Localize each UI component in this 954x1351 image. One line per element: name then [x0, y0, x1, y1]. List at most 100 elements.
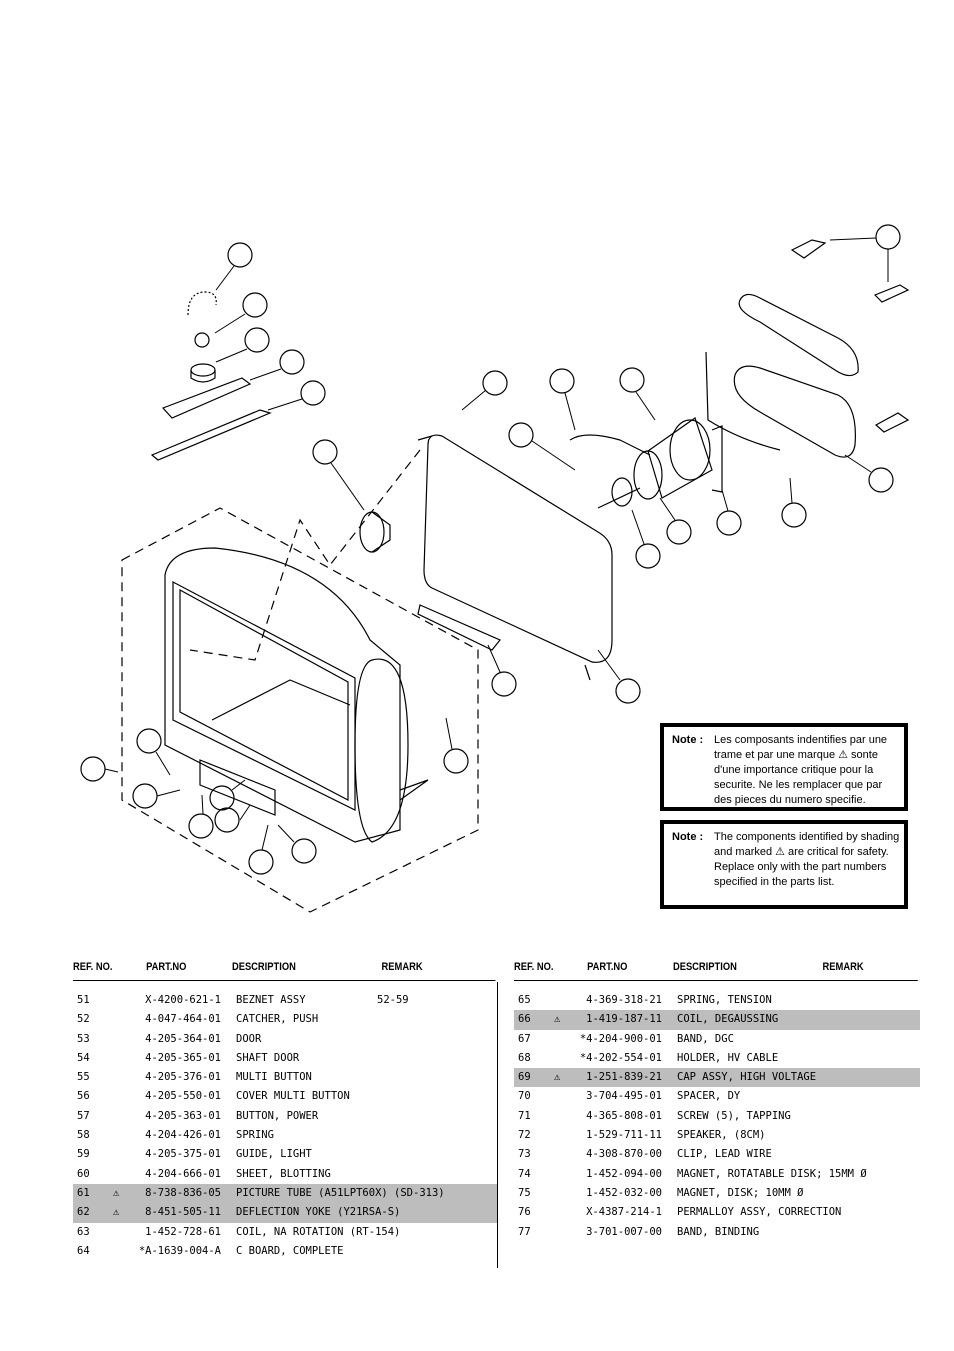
description-cell: SHEET, BLOTTING [236, 1167, 331, 1180]
table-header: REF. NO. PART.NO DESCRIPTION REMARK [73, 956, 496, 981]
description-cell: HOLDER, HV CABLE [677, 1051, 779, 1064]
part-number-cell: 4-205-365-01 [145, 1051, 221, 1064]
part-number-cell: 1-452-094-00 [586, 1167, 662, 1180]
header-desc: DESCRIPTION [672, 961, 737, 973]
table-row: 65 4-369-318-21 SPRING, TENSION [514, 991, 920, 1010]
description-cell: SPRING, TENSION [677, 994, 772, 1006]
picture-tube [417, 434, 613, 681]
table-header: REF. NO. PART.NO DESCRIPTION REMARK [514, 956, 918, 981]
description-cell: C BOARD, COMPLETE [236, 1244, 344, 1257]
ref-cell: 68 [518, 1051, 531, 1064]
ref-cell: 52 [77, 1013, 90, 1026]
ref-cell: 61 [77, 1186, 90, 1199]
description-cell: COIL, DEGAUSSING [677, 1013, 779, 1026]
header-ref: REF. NO. [73, 961, 113, 973]
description-cell: DEFLECTION YOKE (Y21RSA-S) [236, 1206, 401, 1219]
ref-cell: 57 [77, 1109, 90, 1122]
description-cell: MAGNET, DISK; 10MM Ø [677, 1186, 804, 1199]
note-label-french: Note : [672, 734, 704, 746]
description-cell: GUIDE, LIGHT [236, 1148, 312, 1161]
description-cell: PERMALLOY ASSY, CORRECTION [677, 1206, 842, 1219]
table-row: 76 X-4387-214-1 PERMALLOY ASSY, CORRECTION [514, 1203, 920, 1222]
table-row: 54 4-205-365-01 SHAFT DOOR [73, 1049, 498, 1068]
ref-cell: 53 [77, 1032, 90, 1045]
part-number-cell: *4-202-554-01 [579, 1051, 662, 1064]
header-remark: REMARK [822, 961, 864, 973]
ref-cell: 59 [77, 1148, 90, 1161]
deflection-yoke-assembly [569, 417, 723, 509]
part-number-cell: 4-365-808-01 [586, 1109, 662, 1122]
safety-mark: ⚠ [554, 1013, 561, 1026]
table-row: 68 *4-202-554-01 HOLDER, HV CABLE [514, 1049, 920, 1068]
safety-mark: ⚠ [554, 1071, 561, 1084]
part-number-cell: 4-369-318-21 [586, 994, 662, 1006]
ref-cell: 56 [77, 1090, 90, 1103]
header-ref: REF. NO. [514, 961, 554, 973]
description-cell: SPACER, DY [677, 1090, 741, 1103]
part-number-cell: 4-205-376-01 [145, 1071, 221, 1084]
part-number-cell: 1-452-032-00 [586, 1186, 662, 1199]
ref-cell: 75 [518, 1186, 531, 1199]
description-cell: MULTI BUTTON [236, 1071, 312, 1084]
table-row: 57 4-205-363-01 BUTTON, POWER [73, 1107, 498, 1126]
ref-cell: 62 [77, 1206, 90, 1219]
part-number-cell: 4-205-364-01 [145, 1032, 221, 1045]
ref-cell: 76 [518, 1206, 531, 1219]
ref-cell: 72 [518, 1129, 531, 1142]
description-cell: BEZNET ASSY [236, 994, 306, 1006]
callout-circles [80, 224, 901, 875]
part-number-cell: 4-204-666-01 [145, 1167, 221, 1180]
table-row: 55 4-205-376-01 MULTI BUTTON [73, 1068, 498, 1087]
part-number-cell: 1-251-839-21 [586, 1071, 662, 1084]
description-cell: BAND, DGC [677, 1032, 734, 1045]
ref-cell: 55 [77, 1071, 90, 1084]
leader-lines [104, 237, 889, 851]
part-number-cell: X-4387-214-1 [586, 1206, 662, 1219]
degaussing-coil [705, 293, 859, 458]
description-cell: SPRING [236, 1129, 274, 1142]
description-cell: SPEAKER, (8CM) [677, 1129, 766, 1142]
part-number-cell: 3-701-007-00 [586, 1225, 662, 1238]
ref-cell: 67 [518, 1032, 531, 1045]
ref-cell: 54 [77, 1051, 90, 1064]
picture-tube-outline [189, 449, 421, 661]
remark-cell: 52-59 [377, 994, 409, 1006]
ref-cell: 71 [518, 1109, 531, 1122]
part-number-cell: 4-204-426-01 [145, 1129, 221, 1142]
header-part: PART.NO [146, 961, 187, 973]
ref-cell: 51 [77, 994, 90, 1006]
parts-table-right: REF. NO. PART.NO DESCRIPTION REMARK 65 4-… [514, 956, 920, 1242]
description-cell: SHAFT DOOR [236, 1051, 300, 1064]
ref-cell: 69 [518, 1071, 531, 1084]
ref-cell: 77 [518, 1225, 531, 1238]
part-number-cell: 4-205-363-01 [145, 1109, 221, 1122]
description-cell: MAGNET, ROTATABLE DISK; 15MM Ø [677, 1167, 867, 1180]
ref-cell: 63 [77, 1225, 90, 1238]
speaker-part [359, 511, 391, 553]
part-number-cell: 4-205-375-01 [145, 1148, 221, 1161]
header-desc: DESCRIPTION [231, 961, 296, 973]
part-number-cell: 1-452-728-61 [145, 1225, 221, 1238]
safety-mark: ⚠ [113, 1186, 120, 1199]
description-cell: BUTTON, POWER [236, 1109, 319, 1122]
part-number-cell: 8-451-505-11 [145, 1206, 221, 1219]
header-remark: REMARK [381, 961, 423, 973]
ref-cell: 65 [518, 994, 531, 1006]
part-number-cell: 8-738-836-05 [145, 1186, 221, 1199]
ref-cell: 66 [518, 1013, 531, 1026]
description-cell: CLIP, LEAD WIRE [677, 1148, 772, 1161]
